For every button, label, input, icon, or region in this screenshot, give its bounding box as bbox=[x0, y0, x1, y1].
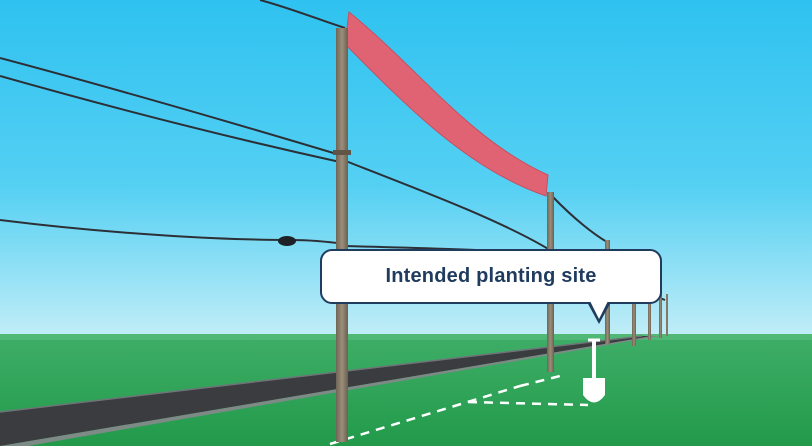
callout-bubble: Intended planting site bbox=[320, 249, 662, 304]
shovel-icon bbox=[583, 338, 605, 403]
callout-pointer-fill bbox=[590, 301, 608, 319]
grass bbox=[0, 334, 812, 446]
planting-outline bbox=[329, 374, 589, 446]
callout-label: Intended planting site bbox=[385, 265, 597, 287]
road-shoulder-near bbox=[0, 336, 660, 446]
marker-band bbox=[344, 11, 549, 197]
insulator bbox=[278, 236, 296, 246]
